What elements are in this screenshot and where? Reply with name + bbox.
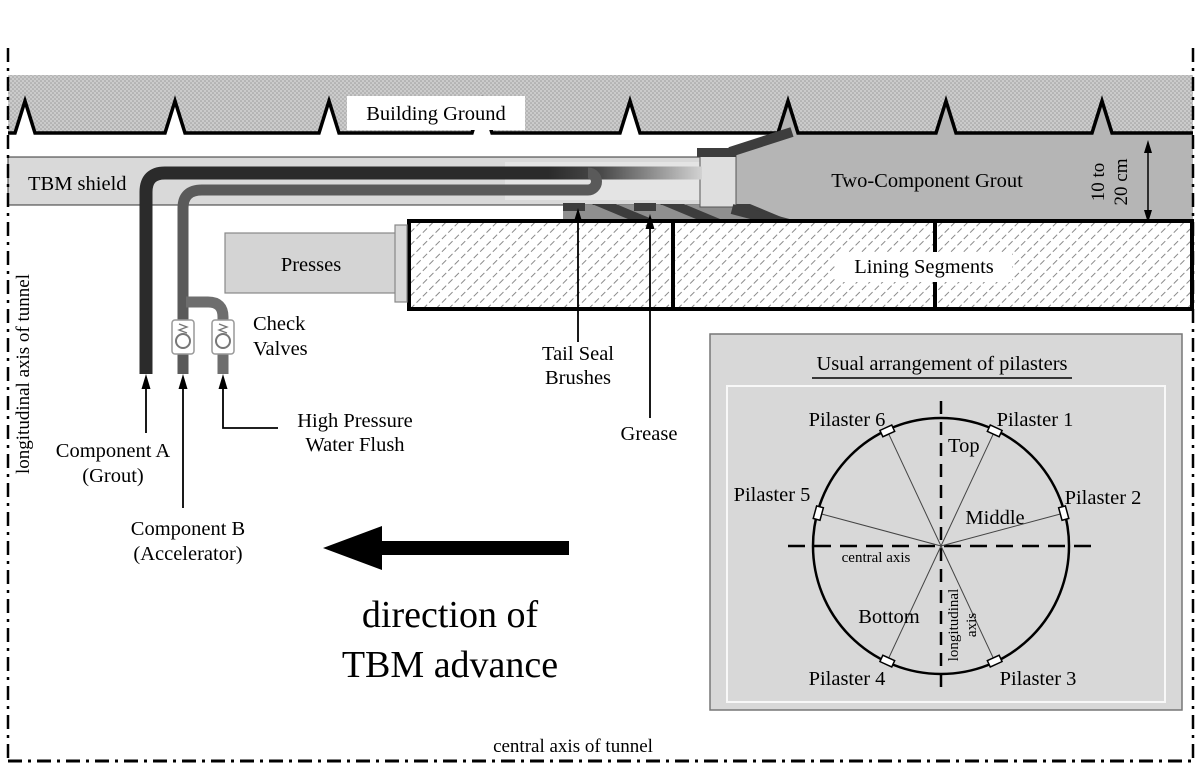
tail-seal-brushes-label-line1: Tail Seal [542, 343, 614, 365]
pilaster-6-label: Pilaster 6 [809, 409, 886, 431]
pilaster-4-label: Pilaster 4 [809, 668, 886, 690]
central-axis-label: central axis [842, 550, 911, 566]
component-a-pipe [139, 166, 552, 374]
pilaster-spokes [818, 430, 1064, 662]
water-flush-label-line2: Water Flush [305, 434, 404, 456]
component-b-label-line2: (Accelerator) [133, 543, 242, 565]
pilaster-markers [812, 424, 1070, 668]
pilaster-5-label: Pilaster 5 [734, 484, 811, 506]
shield-tail-endcap [699, 148, 737, 208]
lining-segments-label: Lining Segments [854, 256, 994, 278]
pilaster-2-label: Pilaster 2 [1065, 487, 1142, 509]
tunnel-central-axis-label: central axis of tunnel [493, 736, 653, 757]
press-body [224, 232, 398, 294]
tbm-advance-arrow [323, 526, 569, 570]
tail-seal-brushes-label-line2: Brushes [545, 367, 611, 389]
check-valves-label-line2: Valves [253, 338, 308, 360]
water-flush-label-line1: High Pressure [297, 410, 413, 432]
pilaster-1-label: Pilaster 1 [997, 409, 1074, 431]
two-component-grout-region [736, 134, 1193, 222]
figure-border [6, 48, 1195, 763]
position-bottom-label: Bottom [858, 606, 920, 628]
pilaster-panel-title: Usual arrangement of pilasters [816, 353, 1067, 375]
longitudinal-axis-label-line1: longitudinal [946, 589, 962, 662]
pilaster-panel [709, 333, 1183, 711]
direction-label-line1: direction of [362, 594, 539, 636]
check-valve-icon [211, 319, 235, 355]
longitudinal-axis-label-line2: axis [964, 613, 980, 637]
component-b-pipe [177, 167, 602, 374]
annotation-arrows [145, 151, 1149, 508]
grout-thickness-label-line2: 20 cm [1111, 158, 1132, 205]
component-a-label-line1: Component A [56, 440, 171, 462]
pilaster-panel-inner-frame [726, 385, 1166, 703]
presses-label: Presses [281, 254, 341, 276]
check-valves-label-line1: Check [253, 313, 306, 335]
building-ground-band [8, 75, 1193, 133]
component-b-label-line1: Component B [131, 518, 245, 540]
component-a-label-line2: (Grout) [82, 465, 143, 487]
building-ground-label: Building Ground [366, 103, 506, 125]
position-middle-label: Middle [965, 507, 1024, 529]
grease-label: Grease [621, 423, 678, 445]
tbm-shield-label: TBM shield [28, 173, 127, 195]
pilaster-3-label: Pilaster 3 [1000, 668, 1077, 690]
grout-thickness-label-line1: 10 to [1088, 163, 1109, 202]
water-flush-pipe [186, 296, 229, 374]
building-ground-label-box [347, 96, 525, 130]
ground-surface-zigzag-line [8, 95, 1193, 135]
arrow-heads [141, 140, 1152, 389]
press-ram-plate [394, 224, 408, 303]
lining-segments-band [407, 219, 1194, 311]
tunnel-longitudinal-axis-label: longitudinal axis of tunnel [13, 274, 34, 474]
lining-segments-label-box [836, 252, 1012, 282]
check-valve-icon [171, 319, 195, 355]
two-component-grout-label: Two-Component Grout [831, 170, 1023, 192]
position-top-label: Top [948, 435, 980, 457]
direction-label-line2: TBM advance [342, 644, 558, 686]
